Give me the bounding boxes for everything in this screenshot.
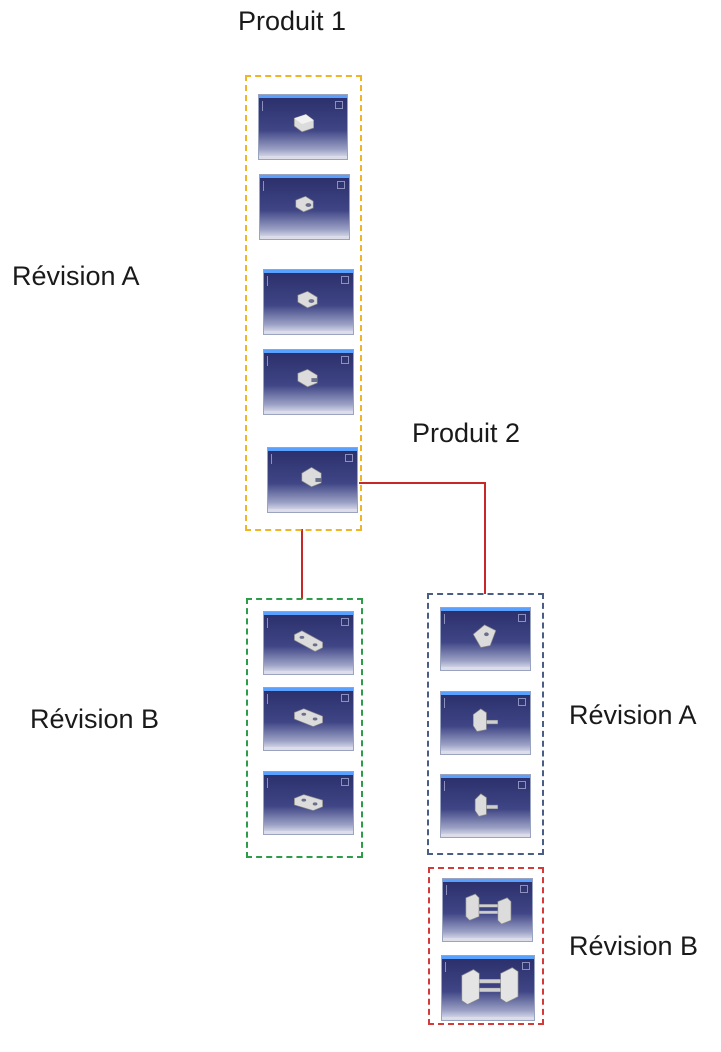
block-part-hole-icon (295, 195, 314, 213)
produit-2-revision-a-label: Révision A (569, 700, 697, 730)
thumbnail-p2-rev-b-1 (442, 878, 533, 942)
produit-2-revision-a-group (427, 593, 544, 855)
angled-part-icon (472, 624, 497, 648)
assembly-two-brackets-icon (461, 967, 519, 1005)
thumbnail-p2-rev-a-1 (440, 607, 531, 671)
angled-part-pin-icon (474, 793, 498, 817)
connector-produit-1-to-produit-2-vertical (484, 482, 486, 594)
thumbnail-p1-rev-b-1 (263, 611, 354, 675)
produit-2-revision-b-label: Révision B (569, 931, 699, 961)
thumbnail-p1-rev-a-5 (267, 447, 358, 513)
thumbnail-p2-rev-b-2 (441, 955, 535, 1021)
thumbnail-p1-rev-a-4 (263, 349, 354, 415)
thumbnail-p1-rev-a-3 (263, 269, 354, 335)
connector-rev-a-to-rev-b (301, 529, 303, 599)
thumbnail-p1-rev-a-1 (258, 94, 348, 160)
angled-part-pin-icon (472, 708, 498, 732)
thumbnail-p2-rev-a-2 (440, 691, 531, 755)
produit-1-revision-b-label: Révision B (30, 704, 160, 734)
block-part-notch-icon (297, 369, 318, 388)
thumbnail-p2-rev-a-3 (440, 774, 531, 838)
thumbnail-p1-rev-a-2 (259, 174, 350, 240)
long-part-holes-icon (294, 708, 323, 727)
block-part-notch-icon (301, 466, 322, 488)
block-part-hole-icon (297, 290, 318, 309)
produit-1-label: Produit 1 (238, 6, 347, 36)
produit-1-revision-a-label: Révision A (12, 261, 140, 291)
produit-2-revision-b-group (428, 867, 544, 1025)
produit-1-revision-b-group (246, 598, 363, 858)
produit-1-revision-a-group (245, 75, 362, 531)
block-part-icon (293, 114, 315, 133)
thumbnail-p1-rev-b-2 (263, 687, 354, 751)
thumbnail-p1-rev-b-3 (263, 771, 354, 835)
produit-2-label: Produit 2 (412, 418, 521, 448)
long-part-holes-icon (294, 630, 323, 652)
long-part-holes-icon (294, 794, 323, 811)
connector-produit-1-to-produit-2-horizontal (359, 482, 485, 484)
assembly-two-brackets-icon (465, 893, 512, 925)
